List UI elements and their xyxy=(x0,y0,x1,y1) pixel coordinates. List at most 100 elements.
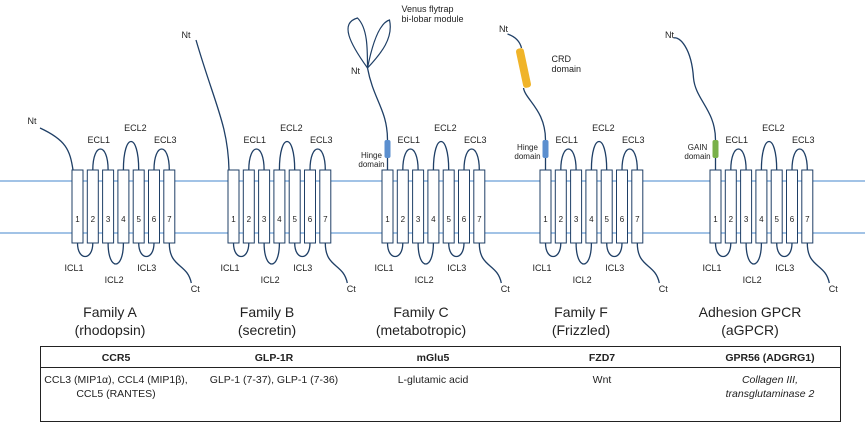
ecl3-label: ECL3 xyxy=(154,135,177,145)
helix-label: 1 xyxy=(713,215,718,224)
ecl-loop xyxy=(621,148,638,171)
ecl2-label: ECL2 xyxy=(592,123,615,133)
nt-label: Nt xyxy=(665,30,674,40)
tm-helix-1-6 xyxy=(148,169,160,244)
tm-helix-3-1 xyxy=(381,169,394,244)
icl1-label: ICL1 xyxy=(64,263,83,273)
family-title: Family F xyxy=(554,304,608,320)
ecl-loop xyxy=(402,148,419,171)
helix-label: 2 xyxy=(247,215,252,224)
tm-helix-5-1 xyxy=(709,169,722,244)
n-terminal-linker xyxy=(692,77,717,141)
tm-helix-1-7 xyxy=(163,169,176,244)
helix-label: 2 xyxy=(401,215,406,224)
tm-helix-4-2 xyxy=(554,169,567,244)
icl-loop xyxy=(417,242,435,265)
icl1-label: ICL1 xyxy=(532,263,551,273)
tm-helix-2-7 xyxy=(319,169,332,244)
ecl1-label: ECL1 xyxy=(398,135,421,145)
tm-helix-5-2 xyxy=(724,169,737,244)
icl3-label: ICL3 xyxy=(293,263,312,273)
family-subtitle: (rhodopsin) xyxy=(74,322,146,338)
icl-loop xyxy=(575,242,593,265)
hinge-domain-bar xyxy=(542,140,549,158)
helix-label: 4 xyxy=(121,215,126,224)
ecl1-label: ECL1 xyxy=(244,135,267,145)
helix-label: 3 xyxy=(416,215,421,224)
icl-loop xyxy=(76,242,94,258)
helix-label: 6 xyxy=(620,215,625,224)
helix-label: 1 xyxy=(75,215,80,224)
icl-loop xyxy=(294,242,311,258)
ligand-list: Wnt xyxy=(527,373,677,387)
receptor-name: CCR5 xyxy=(101,352,131,364)
ct-label: Ct xyxy=(501,284,510,294)
helix-label: 7 xyxy=(477,215,482,224)
helix-label: 2 xyxy=(559,215,564,224)
ecl-loop xyxy=(432,140,450,171)
tm-helix-5-5 xyxy=(770,169,783,244)
tm-helix-3-2 xyxy=(396,169,409,244)
icl1-label: ICL1 xyxy=(702,263,721,273)
n-terminal-tail xyxy=(366,67,389,141)
ecl3-label: ECL3 xyxy=(310,135,333,145)
ecl-loop xyxy=(122,140,140,171)
ecl-loop xyxy=(463,148,480,171)
icl3-label: ICL3 xyxy=(137,263,156,273)
icl3-label: ICL3 xyxy=(447,263,466,273)
c-terminal-tail xyxy=(168,242,192,284)
venus-lobe-right xyxy=(366,19,391,69)
helix-label: 6 xyxy=(308,215,313,224)
tm-helix-1-1 xyxy=(71,169,84,244)
ligand-list: GLP-1 (7-37), GLP-1 (7-36) xyxy=(199,373,349,387)
venus-lobe-left xyxy=(347,17,369,69)
helix-label: 6 xyxy=(790,215,795,224)
helix-label: 2 xyxy=(91,215,96,224)
helix-label: 4 xyxy=(277,215,282,224)
icl-loop xyxy=(714,242,732,258)
nt-label: Nt xyxy=(351,66,360,76)
ligand-line: CCL3 (MIP1α), CCL4 (MIP1β), xyxy=(44,374,188,386)
family-title: Family A xyxy=(83,304,137,320)
family-subtitle: (aGPCR) xyxy=(721,322,779,338)
helix-label: 5 xyxy=(292,215,297,224)
icl3-label: ICL3 xyxy=(775,263,794,273)
helix-label: 6 xyxy=(152,215,157,224)
nt-label: Nt xyxy=(499,24,508,34)
ct-label: Ct xyxy=(191,284,200,294)
helix-label: 7 xyxy=(323,215,328,224)
helix-label: 7 xyxy=(167,215,172,224)
icl-loop xyxy=(138,242,155,258)
tm-helix-5-7 xyxy=(801,169,814,244)
helix-label: 5 xyxy=(446,215,451,224)
ligand-line: Collagen III, xyxy=(741,374,799,386)
ecl-loop xyxy=(791,148,808,171)
family-name: Family C(metabotropic) xyxy=(346,303,496,339)
family-name: Adhesion GPCR(aGPCR) xyxy=(675,303,825,339)
helix-label: 5 xyxy=(136,215,141,224)
family-title: Family B xyxy=(239,304,295,320)
icl-loop xyxy=(107,242,125,265)
ecl2-label: ECL2 xyxy=(124,123,147,133)
ecl-loop xyxy=(248,148,265,171)
tm-helix-2-2 xyxy=(242,169,255,244)
tm-helix-1-2 xyxy=(86,169,99,244)
ligand-line: L-glutamic acid xyxy=(397,374,469,386)
ecl2-label: ECL2 xyxy=(762,123,785,133)
helix-label: 4 xyxy=(759,215,764,224)
helix-label: 5 xyxy=(604,215,609,224)
ecl1-label: ECL1 xyxy=(88,135,111,145)
hinge-domain-bar xyxy=(712,140,719,158)
family-name: Family A (rhodopsin) xyxy=(35,303,185,339)
tm-helix-5-4 xyxy=(755,169,768,244)
tm-helix-4-7 xyxy=(631,169,644,244)
icl3-label: ICL3 xyxy=(605,263,624,273)
family-subtitle: (secretin) xyxy=(237,322,297,338)
helix-label: 7 xyxy=(805,215,810,224)
